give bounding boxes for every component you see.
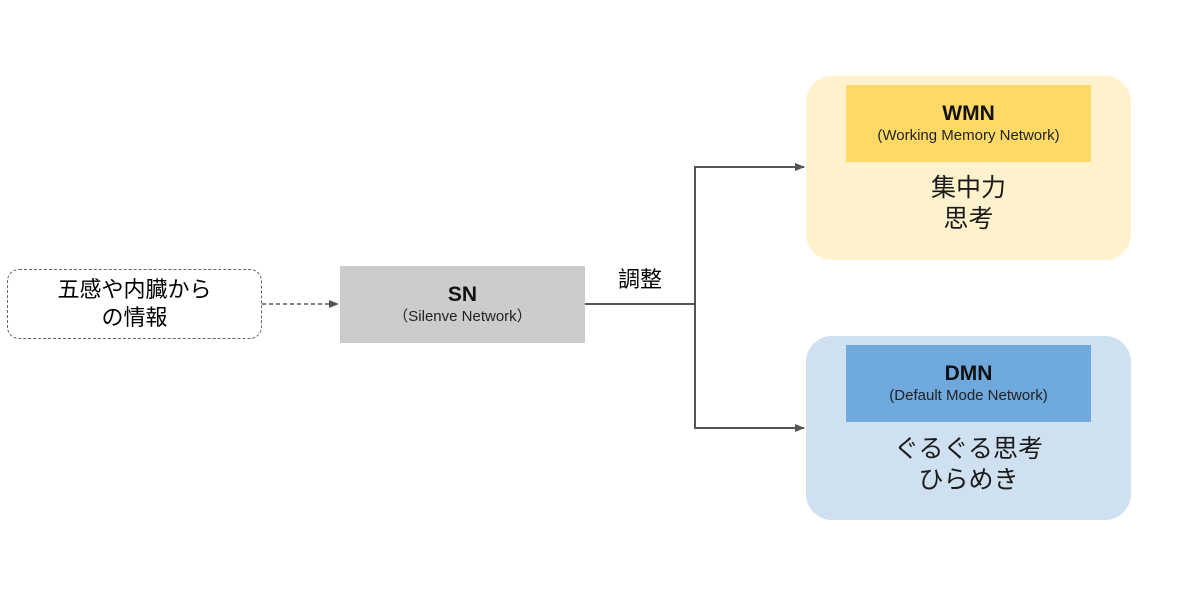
sn-node: SN （Silenve Network）	[340, 266, 585, 343]
wmn-caption: 集中力 思考	[806, 173, 1131, 235]
adjust-label: 調整	[617, 267, 662, 292]
sn-subtitle: （Silenve Network）	[393, 307, 532, 325]
dmn-caption-line1: ぐるぐる思考	[893, 435, 1043, 463]
sn-title: SN	[447, 282, 478, 306]
wmn-subtitle: (Working Memory Network)	[877, 126, 1060, 144]
input-label-line2: の情報	[101, 305, 168, 330]
input-label-line1: 五感や内臓から	[57, 277, 212, 302]
wmn-node: WMN (Working Memory Network)	[846, 85, 1091, 162]
dmn-subtitle: (Default Mode Network)	[889, 386, 1048, 404]
dmn-caption: ぐるぐる思考 ひらめき	[806, 434, 1131, 496]
wmn-caption-line1: 集中力	[930, 174, 1006, 202]
sn-to-dmn-arrow	[694, 304, 805, 432]
wmn-caption-line2: 思考	[943, 205, 994, 233]
dmn-title: DMN	[944, 361, 993, 385]
wmn-title: WMN	[942, 101, 995, 125]
dmn-node: DMN (Default Mode Network)	[846, 345, 1091, 422]
sn-to-wmn-arrow	[694, 163, 805, 304]
sensory-input-node: 五感や内臓から の情報	[7, 269, 262, 339]
dmn-caption-line2: ひらめき	[918, 466, 1019, 494]
